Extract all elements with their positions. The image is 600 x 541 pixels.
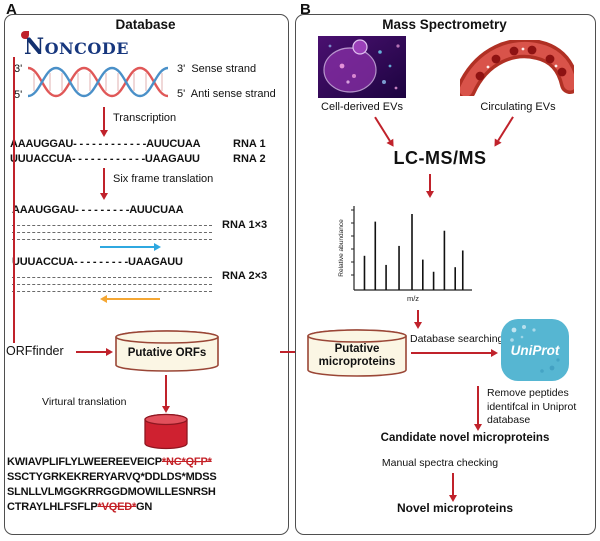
spectrum-x-axis-label: m/z <box>407 294 419 303</box>
dna-right-5prime-antisense-label: 5' Anti sense strand <box>177 88 276 100</box>
remove-peptides-label: Remove peptides identifcal in Uniprot da… <box>487 387 577 426</box>
candidate-novel-microproteins-label: Candidate novel microproteins <box>380 432 550 444</box>
rna1-sequence: AAAUGGAU- - - - - - - - - - - -AUUCUAA <box>10 138 201 150</box>
noncode-logo-text: NONCODE <box>24 34 129 60</box>
protein-sequence-line: KWIAVPLIFLYLWEEREEVEICP*NC*QFP* <box>7 455 217 470</box>
noncode-logo-accent-icon <box>21 31 29 39</box>
dna-left-5prime-label: 5' <box>14 89 23 101</box>
protein-sequence-line: SLNLLVLMGGKRRGGDMOWILLESNRSH <box>7 485 217 500</box>
putative-orfs-database: Putative ORFs <box>114 329 220 373</box>
cell-derived-evs-image <box>318 36 406 98</box>
putative-microproteins-line1: Putative <box>334 343 380 355</box>
database-cylinder-icon <box>115 330 219 372</box>
reading-frame-dash <box>12 284 212 285</box>
virtual-translation-label: Virtural translation <box>42 396 127 408</box>
protein-seq-black: CTRAYLHLFSFLP <box>7 501 98 513</box>
panel-a-title: Database <box>115 17 176 32</box>
protein-seq-black: GN <box>136 501 153 513</box>
protein-seq-red: *NC*QFP* <box>161 456 212 468</box>
orffinder-label: ORFfinder <box>6 344 64 358</box>
database-searching-label: Database searching <box>410 333 504 345</box>
forward-frame-arrow <box>100 246 154 249</box>
dna-helix-illustration <box>28 66 169 98</box>
reading-frame-dash <box>12 239 212 240</box>
circulating-evs-label: Circulating EVs <box>480 101 556 113</box>
six-frame-translation-arrow <box>103 168 106 193</box>
uniprot-filter-arrow <box>477 386 480 424</box>
dna-antisense-label: Anti sense strand <box>190 88 276 100</box>
circulating-evs-image <box>460 40 574 96</box>
reading-frame-dash <box>12 232 212 233</box>
uniprot-logo: UniProt <box>500 318 570 382</box>
rna1-label: RNA 1 <box>233 138 266 150</box>
lcmsms-label: LC-MS/MS <box>393 148 487 168</box>
rna1x3-sequence: AAAUGGAU- - - - - - - - -AUUCUAA <box>12 204 184 216</box>
panel-b-label: B <box>300 1 311 18</box>
uniprot-logo-text: UniProt <box>511 343 560 358</box>
panel-b-title: Mass Spectrometry <box>382 17 507 32</box>
dna-antisense-strand <box>28 66 169 98</box>
rna2x3-sequence: UUUACCUA- - - - - - - - -UAAGAUU <box>12 256 183 268</box>
rna2x3-label: RNA 2×3 <box>222 270 268 282</box>
dna-right-3prime: 3' <box>177 63 186 75</box>
rna1x3-label: RNA 1×3 <box>222 219 268 231</box>
manual-spectra-checking-label: Manual spectra checking <box>381 457 499 469</box>
protein-seq-red: *VQED* <box>97 501 137 513</box>
putative-microproteins-line2: microproteins <box>318 356 396 368</box>
manual-checking-arrow <box>452 473 455 495</box>
protein-sequence-block: KWIAVPLIFLYLWEEREEVEICP*NC*QFP* SSCTYGRK… <box>7 455 217 515</box>
orffinder-to-orfs-arrow <box>76 351 106 354</box>
panel-a-border <box>4 14 289 535</box>
protein-seq-black: SSCTYGRKEKRERYARVQ*DDLDS*MDSS <box>7 471 217 483</box>
uniprot-logo-icon: UniProt <box>501 319 569 381</box>
putative-orfs-label: Putative ORFs <box>127 347 207 359</box>
rna2-label: RNA 2 <box>233 153 266 165</box>
novel-microproteins-label: Novel microproteins <box>396 501 514 515</box>
virtual-translation-arrow <box>165 375 168 406</box>
spectrum-y-axis-label: Relative abundance <box>338 219 345 277</box>
rna2-sequence: UUUACCUA- - - - - - - - - - - -UAAGAUU <box>10 153 200 165</box>
reading-frame-dash <box>12 225 212 226</box>
spectrum-to-results-arrow <box>417 310 420 322</box>
protein-sequence-line: SSCTYGRKEKRERYARVQ*DDLDS*MDSS <box>7 470 217 485</box>
noncode-logo: NONCODE <box>21 31 129 60</box>
six-frame-translation-label: Six frame translation <box>113 173 214 185</box>
dna-sense-label: Sense strand <box>191 63 257 75</box>
protein-sequence-line: CTRAYLHLFSFLP*VQED*GN <box>7 500 217 515</box>
protein-seq-black: KWIAVPLIFLYLWEEREEVEICP <box>7 456 162 468</box>
transcription-arrow <box>103 107 106 130</box>
putative-microproteins-database: Putative microproteins <box>306 328 408 378</box>
protein-seq-black: SLNLLVLMGGKRRGGDMOWILLESNRSH <box>7 486 216 498</box>
orfs-to-microproteins-arrow <box>280 351 302 354</box>
spectrum-peaks <box>363 214 464 290</box>
dna-left-3prime-label: 3' <box>14 63 23 75</box>
protein-database-cylinder-icon <box>144 413 188 450</box>
lcms-to-spectrum-arrow <box>429 174 432 191</box>
panel-b-border <box>295 14 596 535</box>
transcription-label: Transcription <box>113 112 177 124</box>
reverse-frame-arrow <box>106 298 160 301</box>
dna-right-5prime: 5' <box>177 88 186 100</box>
mass-spectrum-chart: Relative abundance m/z <box>338 206 472 303</box>
putative-microproteins-label: Putative microproteins <box>306 343 408 369</box>
reading-frame-dash <box>12 277 212 278</box>
noncode-to-orffinder-line <box>13 57 16 343</box>
cell-derived-evs-label: Cell-derived EVs <box>321 101 403 113</box>
panel-a-label: A <box>6 1 17 18</box>
database-cylinder-icon <box>307 329 407 377</box>
dna-right-3prime-sense-label: 3' Sense strand <box>177 63 256 75</box>
database-searching-arrow <box>411 352 491 355</box>
reading-frame-dash <box>12 291 212 292</box>
